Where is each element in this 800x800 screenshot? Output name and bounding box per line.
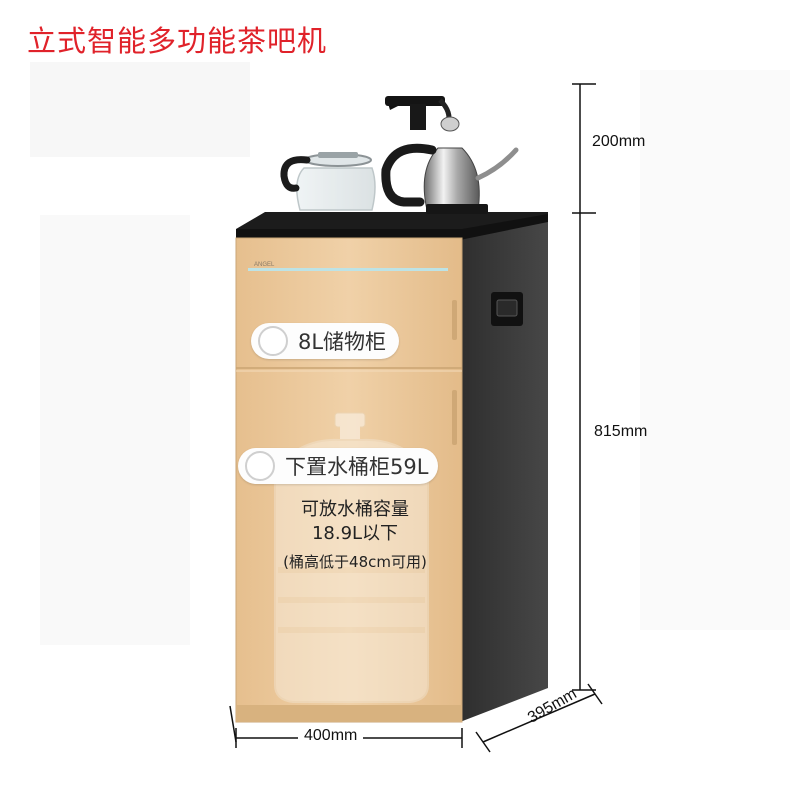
bucket-cabinet-label: 下置水桶柜59L [238, 448, 438, 484]
bucket-note-line1: 可放水桶容量 [301, 499, 409, 520]
background-patch [30, 62, 250, 157]
background-patch [40, 215, 190, 645]
bucket-note-line3: (桶高低于48cm可用) [283, 553, 427, 571]
cabinet-side-panel [460, 222, 548, 722]
top-panel [236, 212, 548, 240]
kettle-icon [381, 96, 519, 214]
svg-text:ANGEL: ANGEL [254, 262, 275, 268]
dimension-top-height: 200mm [592, 133, 646, 150]
handle-icon [491, 292, 523, 326]
bucket-cabinet-text: 下置水桶柜59L [285, 455, 429, 479]
storage-cabinet-text: 8L储物柜 [298, 330, 387, 354]
dimension-body-height: 815mm [594, 423, 648, 440]
background-patch [640, 70, 790, 630]
bucket-note-line2: 18.9L以下 [311, 523, 399, 544]
storage-cabinet-label: 8L储物柜 [251, 323, 399, 359]
dimension-width: 400mm [298, 727, 364, 745]
page-title: 立式智能多功能茶吧机 [27, 24, 328, 58]
circle-icon [258, 326, 288, 356]
circle-icon [245, 451, 275, 481]
teapot-icon [280, 152, 376, 211]
